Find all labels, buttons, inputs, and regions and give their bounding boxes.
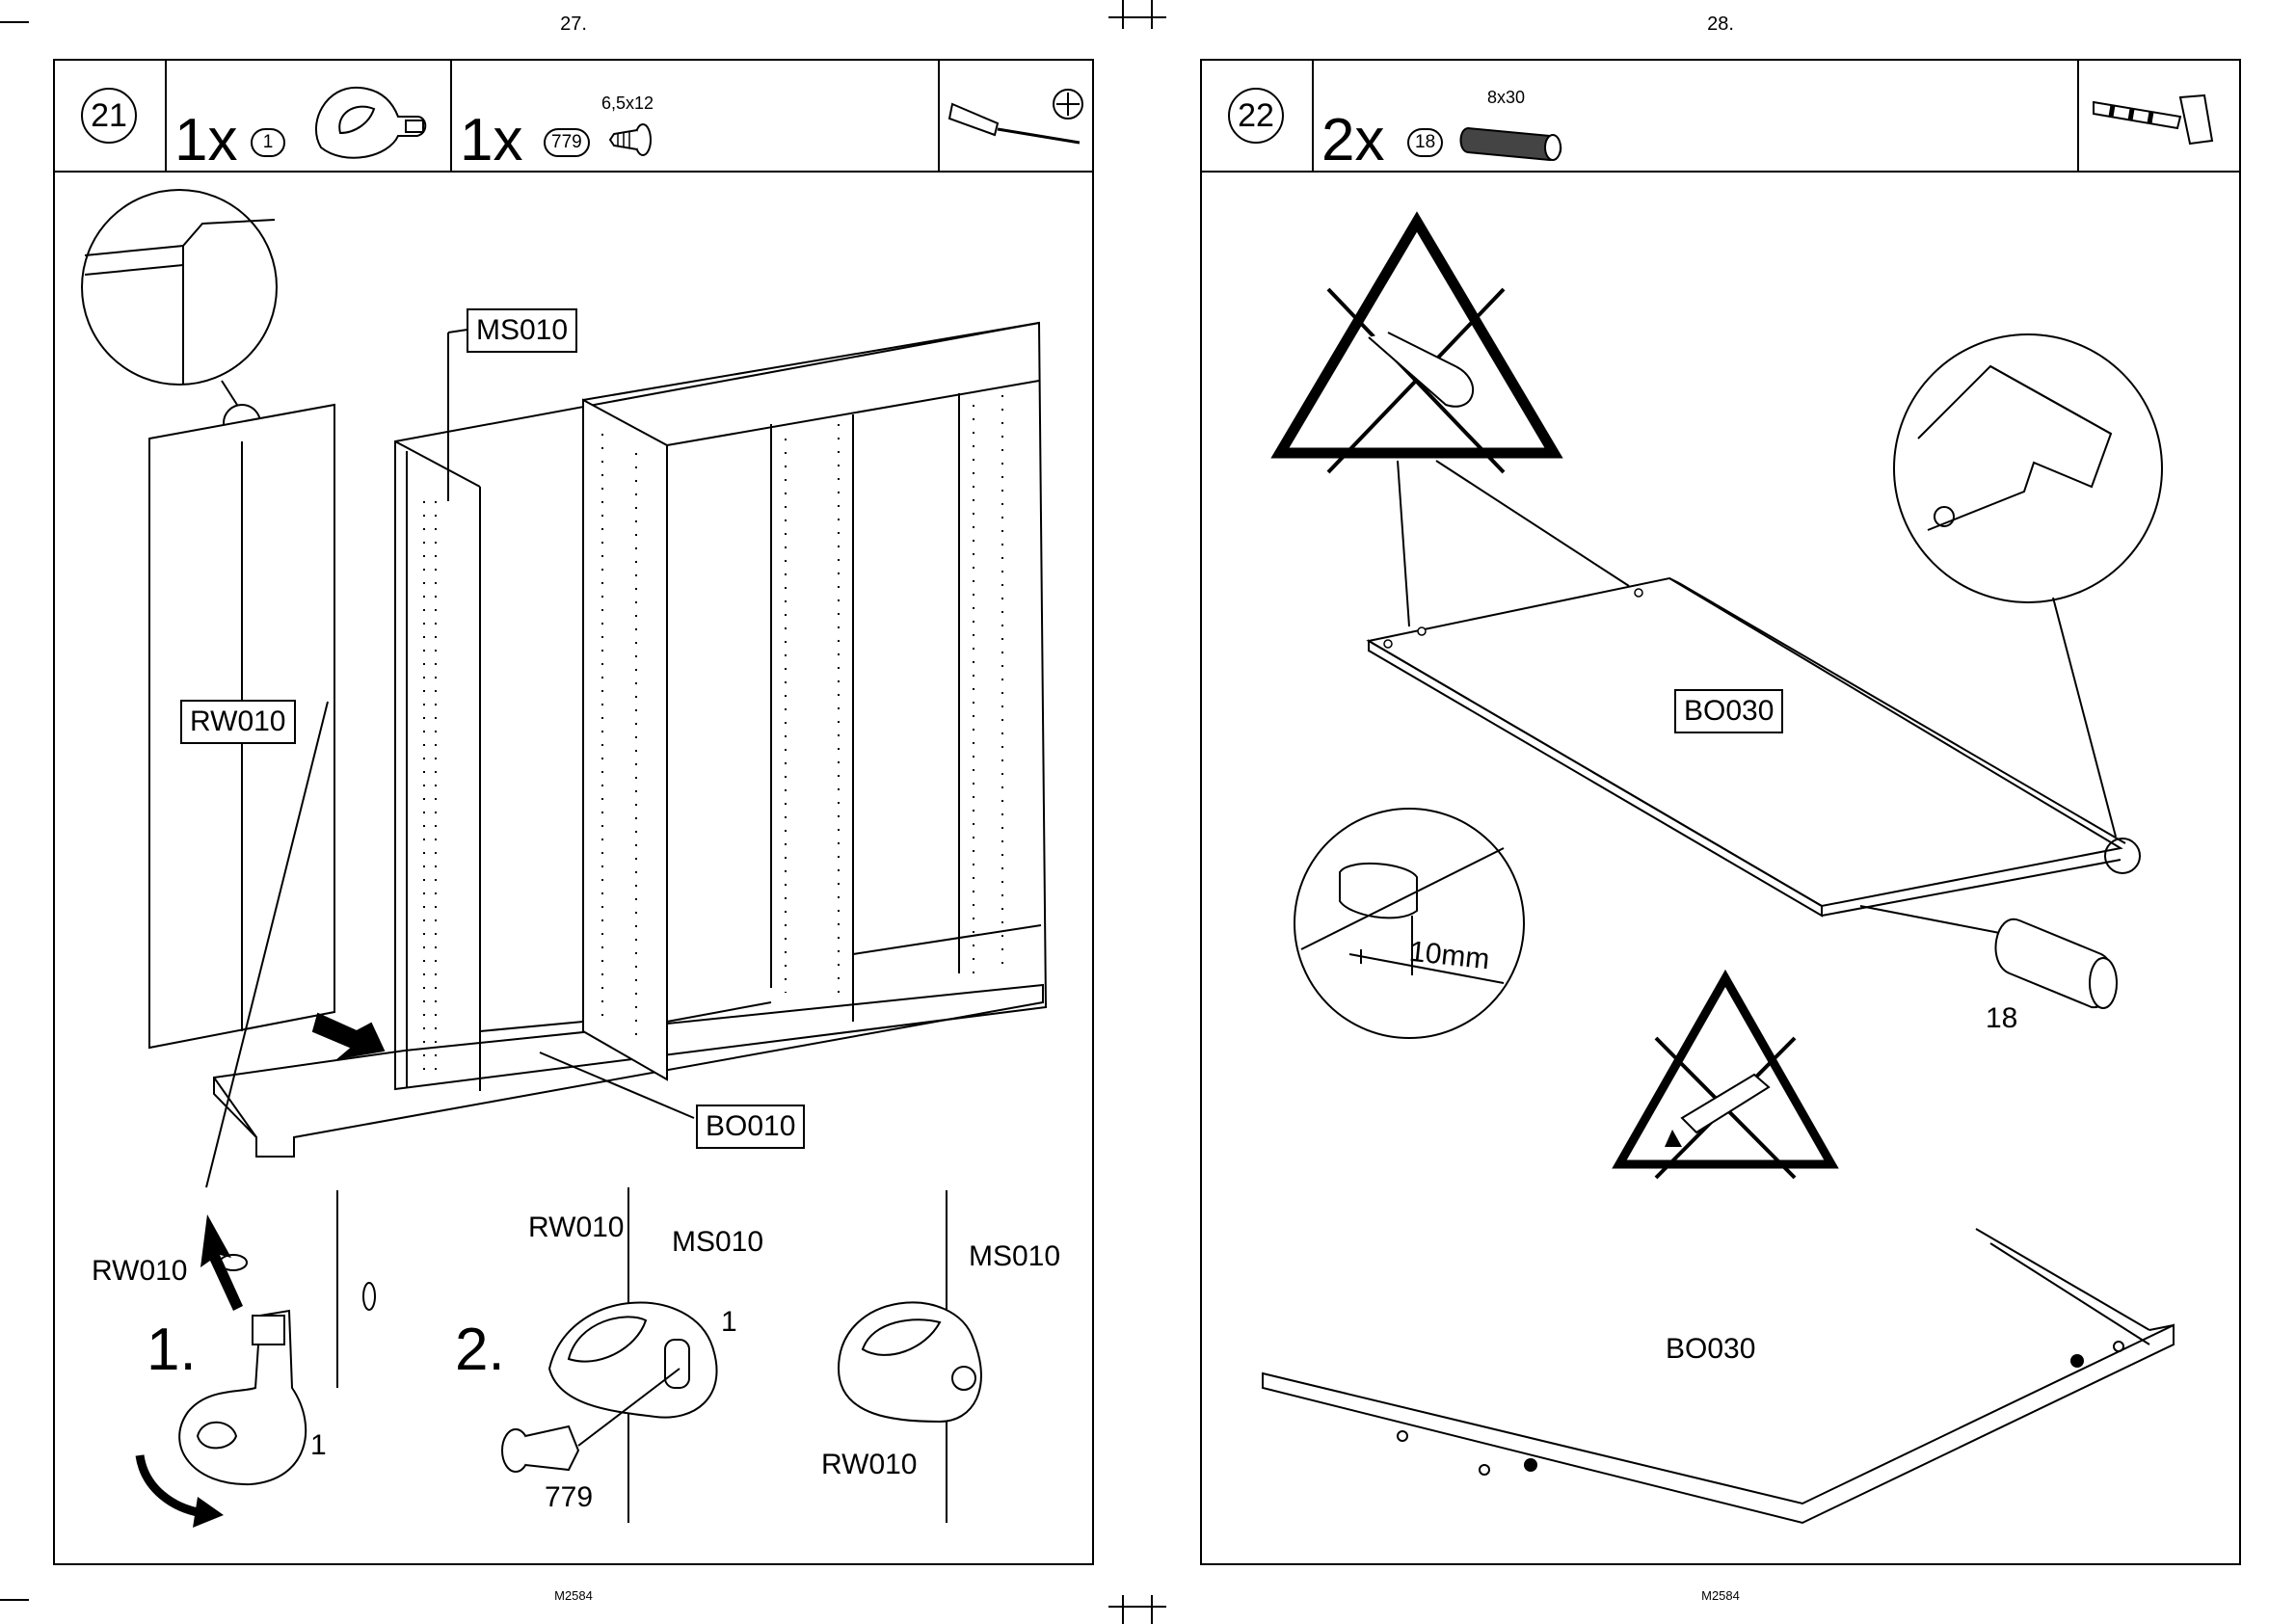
footer-code: M2584 — [1672, 1588, 1769, 1603]
label-bo030: BO030 — [1674, 689, 1783, 733]
label-bo030-detail: BO030 — [1666, 1333, 1755, 1366]
label-dowel-id: 18 — [1986, 1002, 2017, 1035]
